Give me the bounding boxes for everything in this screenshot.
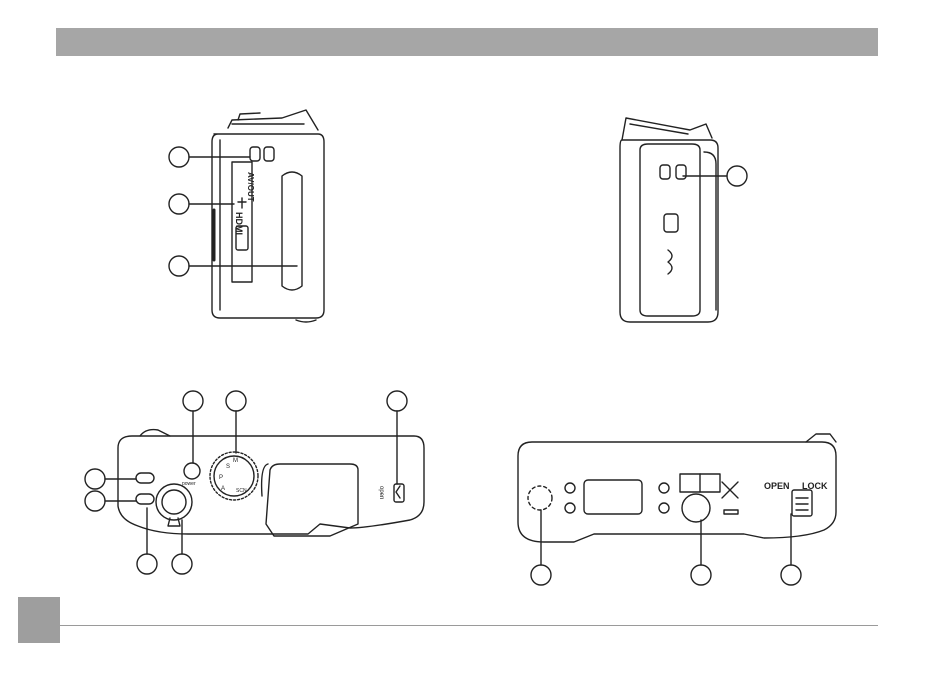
- callout-battery-latch: [781, 514, 801, 585]
- camera-top-view: [118, 430, 424, 536]
- callout-tripod-socket: [691, 520, 711, 585]
- dial-mode-s: S: [226, 464, 230, 470]
- callout-grip: [169, 256, 297, 276]
- port-label-av: AV/OUT: [246, 172, 255, 202]
- camera-side-view-left: [212, 110, 324, 322]
- callout-flash-switch: [387, 391, 407, 484]
- power-button-label: power: [182, 481, 196, 487]
- latch-lock-label: LOCK: [802, 481, 828, 491]
- callout-speaker: [531, 510, 551, 585]
- camera-side-view-right: [620, 118, 718, 322]
- latch-open-label: OPEN: [764, 481, 790, 491]
- port-label-hdmi: HDMI: [234, 212, 244, 235]
- callout-strap-eyelet-right: [683, 166, 747, 186]
- callout-av-hdmi-port: [169, 194, 234, 214]
- callout-microphone: [137, 508, 157, 574]
- callout-left-button-lower: [85, 491, 136, 511]
- dial-mode-a: A: [221, 486, 225, 492]
- callout-mode-dial: [226, 391, 246, 453]
- dial-mode-scn: SCN: [236, 488, 247, 494]
- callout-power-button: [183, 391, 203, 463]
- dial-mode-p: P: [219, 475, 223, 481]
- callout-strap-eyelet: [169, 147, 250, 167]
- callout-zoom-lever: [172, 520, 192, 574]
- flash-switch-label: open: [378, 486, 384, 499]
- callout-left-button-upper: [85, 469, 136, 489]
- dial-mode-m: M: [233, 458, 238, 464]
